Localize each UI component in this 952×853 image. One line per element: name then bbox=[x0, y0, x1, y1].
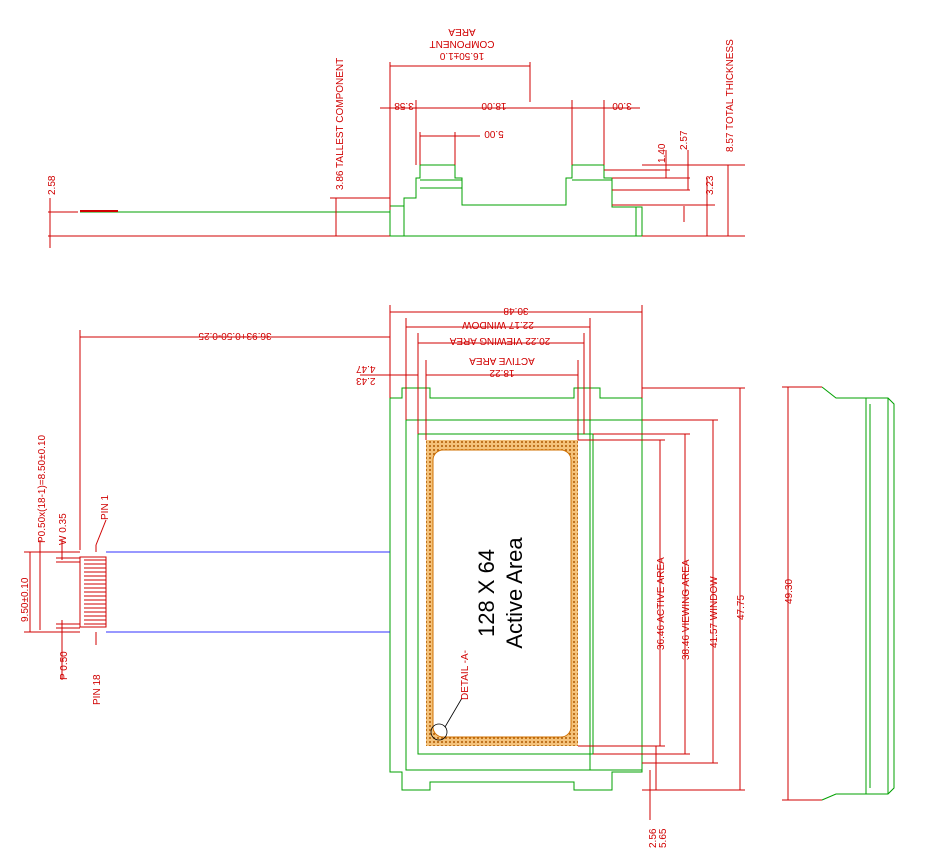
viewing-width-label: 20.22 VIEWING AREA bbox=[449, 335, 550, 346]
window-height-label: 41.57 WINDOW bbox=[709, 576, 720, 648]
component-area-label-1: COMPONENT bbox=[430, 38, 495, 49]
window-width-label: 22.17 WINDOW bbox=[462, 319, 534, 330]
dim-3-58: 3.58 bbox=[394, 100, 414, 111]
dim-2-58: 2.58 bbox=[47, 175, 58, 195]
side-profile bbox=[821, 386, 895, 801]
dim-5-65: 5.65 bbox=[658, 828, 669, 848]
viewing-area-outline bbox=[417, 433, 594, 755]
detail-circle bbox=[430, 723, 448, 741]
active-height-label: 36.46 ACTIVE AREA bbox=[656, 557, 667, 650]
pin1-label: PIN 1 bbox=[100, 495, 111, 520]
active-area bbox=[432, 449, 572, 738]
dim-18-00: 18.00 bbox=[481, 100, 506, 111]
width-w-label: W 0.35 bbox=[58, 513, 69, 545]
dim-4-47: 4.47 bbox=[356, 363, 376, 374]
side-outline bbox=[389, 164, 643, 237]
right-side-view: 49.30 bbox=[782, 386, 895, 801]
dim-2-57: 2.57 bbox=[679, 130, 690, 150]
active-width-label: ACTIVE AREA bbox=[469, 355, 535, 366]
dim-2-56: 2.56 bbox=[648, 828, 659, 848]
dim-30-48: 30.48 bbox=[503, 305, 528, 316]
dim-49-30: 49.30 bbox=[784, 579, 795, 604]
dim-1-40: 1.40 bbox=[657, 143, 668, 163]
total-thickness-label: 8.57 TOTAL THICKNESS bbox=[725, 39, 736, 152]
pin18-label: PIN 18 bbox=[92, 674, 103, 705]
viewing-height-label: 38.46 VIEWING AREA bbox=[681, 559, 692, 660]
detail-label: DETAIL -A- bbox=[460, 650, 471, 700]
pitch-p-label: P 0.50 bbox=[59, 651, 70, 680]
pitch-total-label: P0.50x(18-1)=8.50±0.10 bbox=[37, 435, 48, 544]
component-area-label-2: AREA bbox=[448, 26, 476, 37]
front-view: 128 X 64 Active Area DETAIL -A- 30.48 22… bbox=[20, 305, 747, 848]
dim-3-23: 3.23 bbox=[705, 175, 716, 195]
dim-2-43: 2.43 bbox=[356, 375, 376, 386]
module-outline bbox=[389, 387, 643, 791]
component-area-value: 16.50±1.0 bbox=[439, 50, 484, 61]
fpc-length-label: 36.93+0.50-0.25 bbox=[198, 330, 272, 341]
tallest-component-label: 3.86 TALLEST COMPONENT bbox=[335, 58, 346, 190]
active-area-label: Active Area bbox=[502, 537, 527, 649]
active-width-value: 18.22 bbox=[489, 367, 514, 378]
resolution-label: 128 X 64 bbox=[474, 549, 499, 637]
dim-47-75: 47.75 bbox=[736, 595, 747, 620]
side-view: 8.57 TOTAL THICKNESS 1.40 2.57 3.23 3.86… bbox=[47, 26, 745, 248]
dim-3-00: 3.00 bbox=[612, 100, 632, 111]
dim-5-00: 5.00 bbox=[484, 128, 504, 139]
window-outline bbox=[405, 419, 643, 771]
fpc-width-label: 9.50±0.10 bbox=[20, 577, 31, 622]
